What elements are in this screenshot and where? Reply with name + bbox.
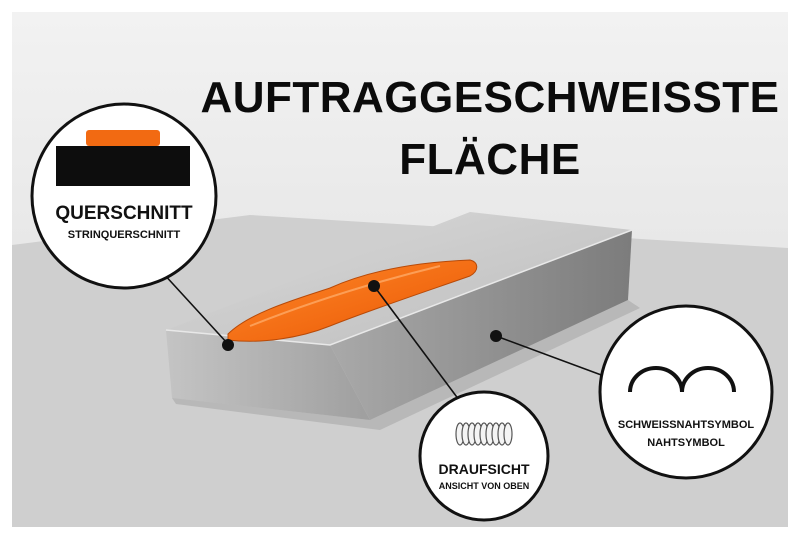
cross-section-weld-layer — [86, 130, 160, 146]
sublabel-cross-section: STRINQUERSCHNITT — [67, 229, 181, 241]
callout-cross-section — [30, 102, 218, 290]
weld-bead-highlight — [249, 265, 441, 327]
callout-weld-symbol — [598, 304, 774, 480]
anchor-dot-weld-symbol — [490, 330, 502, 342]
title-line-1: AUFTRAGGESCHWEISSTE — [200, 73, 780, 122]
leader-line-cross-section — [161, 271, 229, 345]
callout-top-view — [418, 390, 550, 522]
label-cross-section: QUERSCHNITT — [55, 203, 193, 224]
bar-side-face — [330, 230, 632, 420]
leader-lines — [161, 271, 605, 413]
sublabel-top-view: ANSICHT VON OBEN — [438, 481, 530, 491]
anchor-dot-cross-section — [222, 339, 234, 351]
anchor-dot-top-view — [368, 280, 380, 292]
callout-circle-top-view — [418, 390, 550, 522]
cross-section-base-plate — [56, 146, 190, 186]
surfacing-weld-symbol-icon — [628, 366, 736, 393]
label-top-view: DRAUFSICHT — [438, 461, 530, 477]
callout-circle-weld-symbol — [598, 304, 774, 480]
sublabel-weld-symbol: NAHTSYMBOL — [647, 437, 725, 449]
leader-line-weld-symbol — [495, 335, 605, 377]
weld-ripple-icon — [455, 422, 513, 446]
title-line-2: FLÄCHE — [399, 135, 581, 184]
bar-front-face — [166, 330, 370, 420]
leader-line-top-view — [373, 285, 469, 413]
label-weld-symbol: SCHWEISSNAHTSYMBOL — [617, 419, 755, 431]
bar-shadow — [172, 300, 640, 430]
weld-bead — [227, 259, 478, 342]
